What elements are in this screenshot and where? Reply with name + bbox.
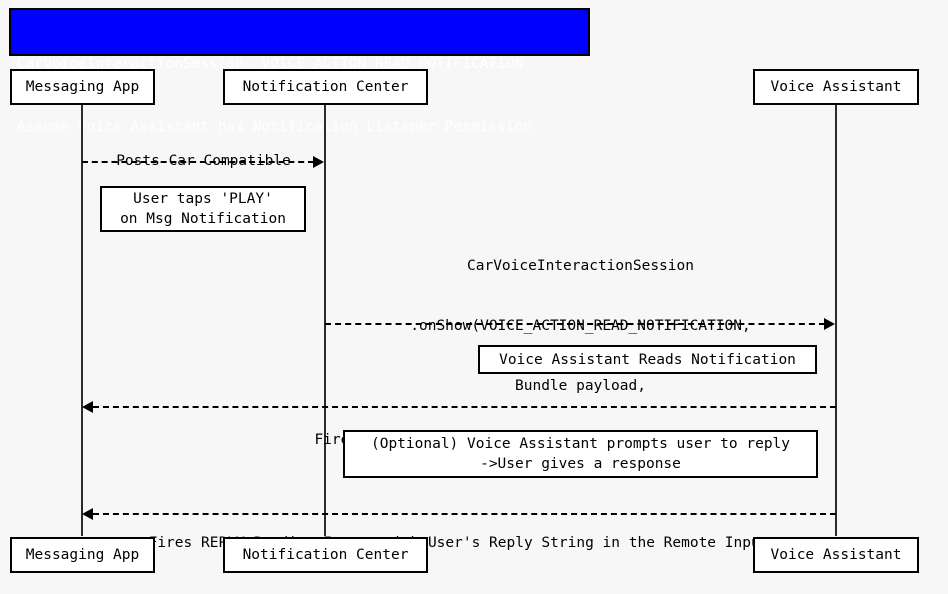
note-line-2: ->User gives a response	[480, 456, 681, 472]
arrow-head-left-icon	[82, 401, 93, 413]
participant-label: Notification Center	[242, 79, 409, 95]
participant-label: Voice Assistant	[770, 79, 902, 95]
note-line-1: (Optional) Voice Assistant prompts user …	[370, 436, 791, 452]
note-line-1: User taps 'PLAY'	[133, 191, 273, 207]
participant-bottom-notification-center[interactable]: Notification Center	[223, 537, 428, 573]
arrow-head-right-icon	[313, 156, 324, 168]
diagram-title-banner: CarVoiceInteractionSession: VOICE_ACTION…	[9, 8, 590, 135]
note-optional-prompt: (Optional) Voice Assistant prompts user …	[343, 430, 818, 478]
arrow-head-right-icon	[824, 318, 835, 330]
participant-label: Notification Center	[242, 547, 409, 563]
participant-label: Messaging App	[25, 547, 140, 563]
note-line-2: on Msg Notification	[120, 211, 286, 227]
message-label-line-1: CarVoiceInteractionSession	[467, 258, 694, 274]
note-user-taps-play: User taps 'PLAY' on Msg Notification	[100, 186, 306, 232]
lifeline-voice-assistant	[835, 104, 837, 536]
message-label-line-3: Bundle payload,	[515, 378, 646, 394]
participant-top-voice-assistant[interactable]: Voice Assistant	[753, 69, 919, 105]
participant-bottom-messaging-app[interactable]: Messaging App	[10, 537, 155, 573]
message-arrow-on-show	[325, 323, 825, 325]
participant-top-notification-center[interactable]: Notification Center	[223, 69, 428, 105]
message-label-line-2: .onShow(VOICE_ACTION_READ_NOTIFICATION,	[410, 318, 751, 334]
participant-top-messaging-app[interactable]: Messaging App	[10, 69, 155, 105]
message-arrow-mark-as-read	[93, 406, 836, 408]
participant-label: Voice Assistant	[770, 547, 902, 563]
arrow-head-left-icon	[82, 508, 93, 520]
note-line-1: Voice Assistant Reads Notification	[499, 351, 796, 368]
note-assistant-reads: Voice Assistant Reads Notification	[478, 345, 817, 374]
lifeline-messaging-app	[81, 104, 83, 536]
message-label-reply-intent: Fires REPLY Pending Intent with User's R…	[82, 493, 835, 593]
message-arrow-reply-intent	[93, 513, 836, 515]
participant-label: Messaging App	[25, 79, 140, 95]
message-arrow-post-notification	[82, 161, 314, 163]
participant-bottom-voice-assistant[interactable]: Voice Assistant	[753, 537, 919, 573]
diagram-title-line-1: CarVoiceInteractionSession: VOICE_ACTION…	[17, 56, 524, 72]
lifeline-notification-center	[324, 104, 326, 536]
message-label-line-1: Fires REPLY Pending Intent with User's R…	[148, 535, 769, 551]
diagram-title-line-2: Assume Voice Assistant has Notification …	[17, 119, 533, 135]
